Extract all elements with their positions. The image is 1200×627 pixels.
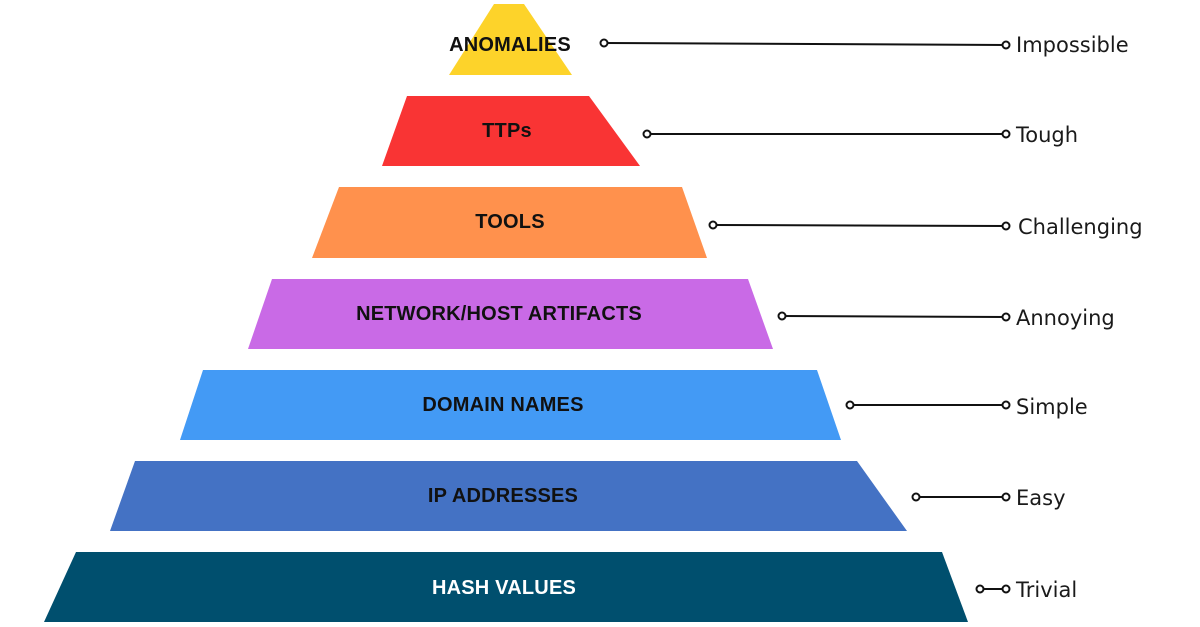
tier-network-host-artifacts bbox=[248, 279, 773, 349]
connector-dot-start-ip-addresses bbox=[911, 492, 921, 502]
connector-dot-end-ttps bbox=[1001, 129, 1011, 139]
tier-ip-addresses bbox=[110, 461, 907, 531]
connector-dot-start-domain-names bbox=[845, 400, 855, 410]
difficulty-label-easy: Easy bbox=[1016, 486, 1066, 510]
difficulty-labels: ImpossibleToughChallengingAnnoyingSimple… bbox=[1015, 33, 1143, 602]
difficulty-label-annoying: Annoying bbox=[1016, 306, 1115, 330]
tier-label-network-host-artifacts: NETWORK/HOST ARTIFACTS bbox=[356, 303, 642, 325]
connector-dot-end-tools bbox=[1001, 221, 1011, 231]
tier-ttps bbox=[382, 96, 640, 166]
connector-dot-start-anomalies bbox=[599, 38, 609, 48]
connector-dot-start-ttps bbox=[642, 129, 652, 139]
tier-hash-values bbox=[44, 552, 968, 622]
connector-dot-end-network-host-artifacts bbox=[1001, 312, 1011, 322]
tier-tools bbox=[312, 187, 707, 258]
difficulty-label-simple: Simple bbox=[1016, 395, 1088, 419]
connector-dot-start-hash-values bbox=[975, 584, 985, 594]
tier-anomalies bbox=[449, 4, 572, 75]
difficulty-connectors bbox=[599, 38, 1011, 594]
connector-dot-start-tools bbox=[708, 220, 718, 230]
tier-label-anomalies: ANOMALIES bbox=[449, 34, 571, 56]
difficulty-label-challenging: Challenging bbox=[1018, 215, 1143, 239]
tier-label-ttps: TTPs bbox=[482, 120, 532, 142]
difficulty-label-trivial: Trivial bbox=[1015, 578, 1077, 602]
connector-dot-end-ip-addresses bbox=[1001, 492, 1011, 502]
connector-line-network-host-artifacts bbox=[781, 315, 1007, 318]
connector-line-tools bbox=[712, 224, 1007, 227]
difficulty-label-tough: Tough bbox=[1015, 123, 1078, 147]
tier-label-domain-names: DOMAIN NAMES bbox=[422, 394, 583, 416]
connector-dot-end-domain-names bbox=[1001, 400, 1011, 410]
tier-domain-names bbox=[180, 370, 841, 440]
difficulty-label-impossible: Impossible bbox=[1016, 33, 1129, 57]
connector-line-anomalies bbox=[603, 42, 1007, 46]
connector-dot-end-anomalies bbox=[1001, 40, 1011, 50]
connector-dot-end-hash-values bbox=[1001, 584, 1011, 594]
tier-label-tools: TOOLS bbox=[475, 211, 545, 233]
tier-label-ip-addresses: IP ADDRESSES bbox=[428, 485, 578, 507]
connector-dot-start-network-host-artifacts bbox=[777, 311, 787, 321]
tier-label-hash-values: HASH VALUES bbox=[432, 577, 576, 599]
